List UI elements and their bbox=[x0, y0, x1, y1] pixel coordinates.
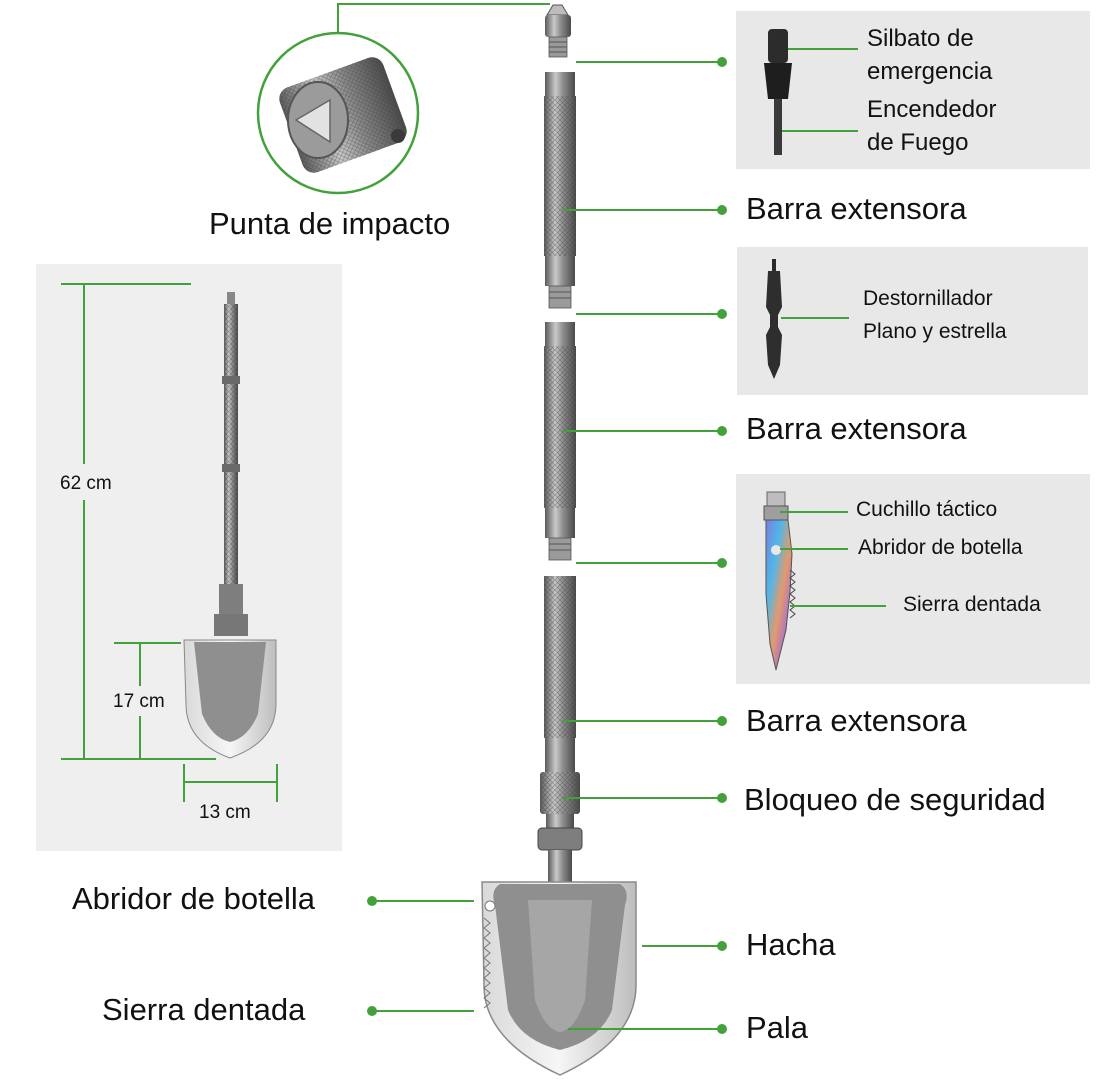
leader-dots-right bbox=[717, 57, 727, 1034]
extension-bar-label-1: Barra extensora bbox=[746, 191, 967, 226]
bottle-opener-label: Abridor de botella bbox=[72, 881, 315, 916]
whistle-firestarter-box: Silbato de emergencia Encendedor de Fueg… bbox=[736, 11, 1090, 169]
extension-bar-label-3: Barra extensora bbox=[746, 703, 967, 738]
shovel-assembly bbox=[481, 4, 637, 1076]
shovel-label: Pala bbox=[746, 1010, 809, 1045]
dimensions-inset: 62 cm 17 cm 13 cm bbox=[36, 264, 342, 851]
safety-lock-label: Bloqueo de seguridad bbox=[744, 782, 1046, 817]
blade-height-dimension: 17 cm bbox=[113, 691, 165, 712]
screwdriver-label-line1: Destornillador bbox=[863, 287, 993, 310]
impact-tip-magnifier bbox=[256, 3, 550, 195]
tactical-knife-label: Cuchillo táctico bbox=[856, 498, 998, 521]
impact-tip-label: Punta de impacto bbox=[209, 206, 451, 241]
axe-label: Hacha bbox=[746, 927, 836, 962]
leader-lines-left bbox=[372, 900, 474, 1012]
whistle-label-line1: Silbato de bbox=[867, 25, 974, 52]
tactical-knife-box: Cuchillo táctico Abridor de botella Sier… bbox=[736, 474, 1090, 684]
tactical-knife-icon bbox=[763, 491, 886, 671]
length-dimension: 62 cm bbox=[60, 473, 112, 494]
whistle-icon bbox=[764, 29, 858, 155]
screwdriver-box: Destornillador Plano y estrella bbox=[737, 247, 1088, 395]
serrated-saw-label: Sierra dentada bbox=[102, 992, 306, 1027]
extension-bar-label-2: Barra extensora bbox=[746, 411, 967, 446]
dimension-drawing bbox=[61, 283, 278, 802]
firestarter-label-line1: Encendedor bbox=[867, 96, 997, 123]
whistle-label-line2: emergencia bbox=[867, 58, 993, 85]
blade-width-dimension: 13 cm bbox=[199, 802, 251, 823]
screwdriver-icon bbox=[766, 259, 849, 379]
screwdriver-label-line2: Plano y estrella bbox=[863, 320, 1007, 343]
knife-serrated-saw-label: Sierra dentada bbox=[903, 593, 1041, 616]
leader-dots-left bbox=[367, 896, 377, 1016]
firestarter-label-line2: de Fuego bbox=[867, 129, 969, 156]
knife-bottle-opener-label: Abridor de botella bbox=[858, 536, 1023, 559]
leader-lines-right bbox=[562, 61, 722, 1030]
